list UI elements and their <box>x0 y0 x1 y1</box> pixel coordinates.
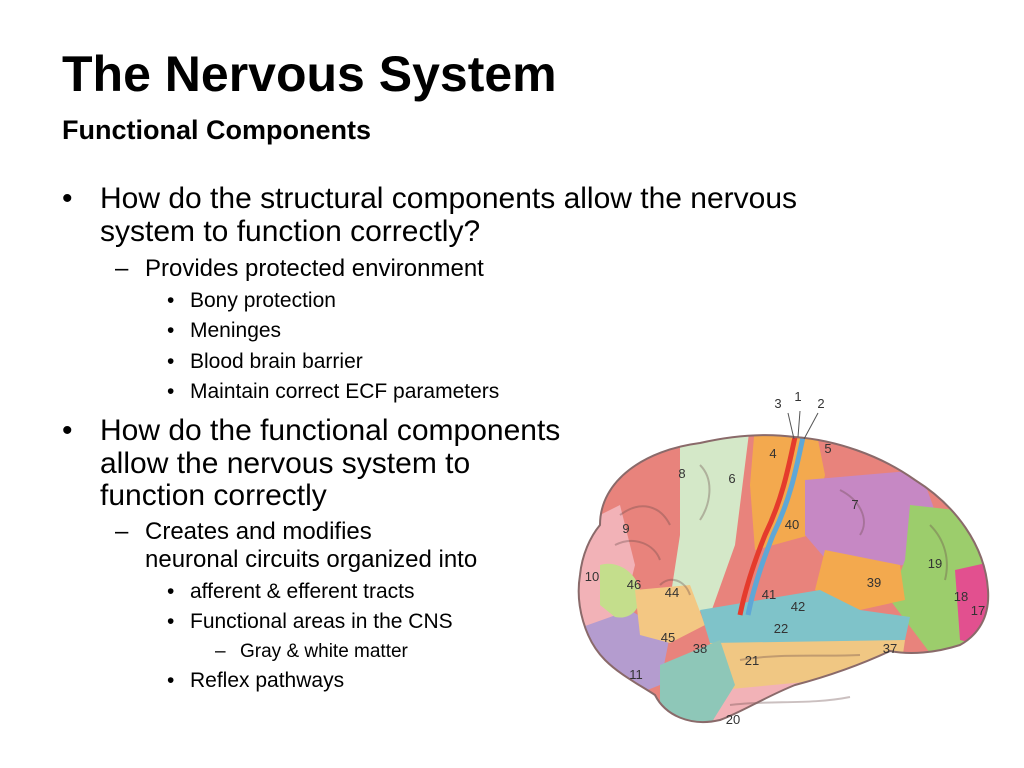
area-label: 19 <box>928 556 942 571</box>
bullet-marker: • <box>167 580 175 603</box>
bullet-marker: • <box>167 669 175 692</box>
brain-illustration: 3 1 2 4 5 6 8 7 40 9 10 46 44 39 19 18 1… <box>577 389 990 727</box>
bullet-2-line-2: allow the nervous system to <box>100 447 471 480</box>
dash-marker: – <box>215 641 226 662</box>
visual-cortex <box>955 560 989 650</box>
temporal-pole <box>660 640 735 723</box>
slide-subtitle: Functional Components <box>62 115 371 145</box>
list-item: Meninges <box>190 319 282 342</box>
bullet-1-subpoint: Provides protected environment <box>145 255 484 282</box>
area-label: 2 <box>817 396 824 411</box>
area-label: 21 <box>745 653 759 668</box>
bullet-marker: • <box>167 289 175 312</box>
list-item: Functional areas in the CNS <box>190 610 453 633</box>
middle-temporal-gyrus <box>710 640 905 695</box>
area-label: 46 <box>627 577 641 592</box>
area-label: 40 <box>785 517 799 532</box>
area-label: 10 <box>585 569 599 584</box>
dash-marker: – <box>115 518 129 545</box>
list-item: Reflex pathways <box>190 669 345 692</box>
area-label: 44 <box>665 585 679 600</box>
bullet-2-line-1: How do the functional components <box>100 414 561 447</box>
parietal-lobe <box>805 470 940 570</box>
area-label: 7 <box>851 497 858 512</box>
motor-strip <box>737 436 798 616</box>
area-label: 18 <box>954 589 968 604</box>
bullet-2-subpoint-line-2: neuronal circuits organized into <box>145 546 478 573</box>
bullet-1-line-1: How do the structural components allow t… <box>100 182 798 215</box>
dash-marker: – <box>115 255 129 282</box>
area-label: 42 <box>791 599 805 614</box>
bullet-marker: • <box>167 319 175 342</box>
area-label: 17 <box>971 603 985 618</box>
premotor-area <box>670 435 750 615</box>
area-label: 6 <box>728 471 735 486</box>
opercular-area <box>635 585 705 643</box>
brain-outline <box>577 434 990 723</box>
area-label: 39 <box>867 575 881 590</box>
bullet-2-subpoint-line-1: Creates and modifies <box>145 518 372 545</box>
area-label: 22 <box>774 621 788 636</box>
bullet-marker: • <box>167 610 175 633</box>
bullet-marker: • <box>167 350 175 373</box>
area-label: 38 <box>693 641 707 656</box>
area-label: 8 <box>678 466 685 481</box>
bullet-marker: • <box>167 380 175 403</box>
area-label: 45 <box>661 630 675 645</box>
bullet-marker: • <box>62 182 73 215</box>
bullet-marker: • <box>62 414 73 447</box>
area-label: 3 <box>774 396 781 411</box>
area-label: 1 <box>794 389 801 404</box>
list-item: Gray & white matter <box>240 641 408 662</box>
area-label: 9 <box>622 521 629 536</box>
area-label: 37 <box>883 641 897 656</box>
list-item: afferent & efferent tracts <box>190 580 415 603</box>
sensory-strip <box>745 436 806 616</box>
slide-title: The Nervous System <box>62 46 557 102</box>
angular-gyrus <box>815 550 905 610</box>
area-label: 11 <box>629 667 643 682</box>
bullet-2-line-3: function correctly <box>100 479 327 512</box>
list-item: Blood brain barrier <box>190 350 363 373</box>
area-label: 41 <box>762 587 776 602</box>
area-label: 5 <box>824 441 831 456</box>
broca-area <box>600 563 641 618</box>
area-label: 20 <box>726 712 740 727</box>
list-item: Bony protection <box>190 289 336 312</box>
bullet-1-line-2: system to function correctly? <box>100 215 481 248</box>
list-item: Maintain correct ECF parameters <box>190 380 500 403</box>
area-label: 4 <box>769 446 776 461</box>
